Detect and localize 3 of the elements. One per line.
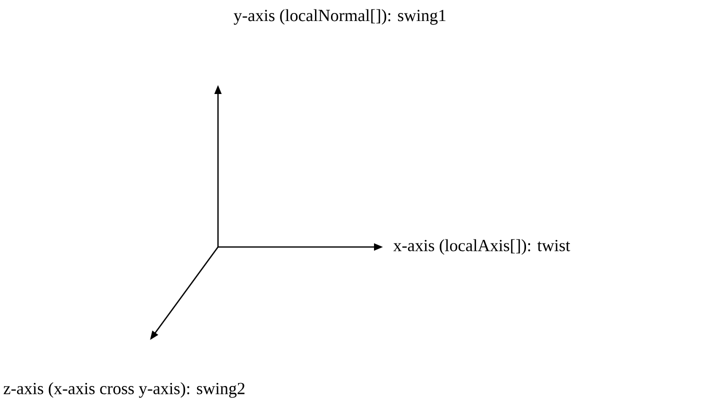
axis-label: x-axis (localAxis[]): twist [393, 239, 570, 255]
axis-label: z-axis (x-axis cross y-axis): swing2 [4, 382, 244, 398]
axis-label: y-axis (localNormal[]): swing1 [234, 9, 446, 25]
